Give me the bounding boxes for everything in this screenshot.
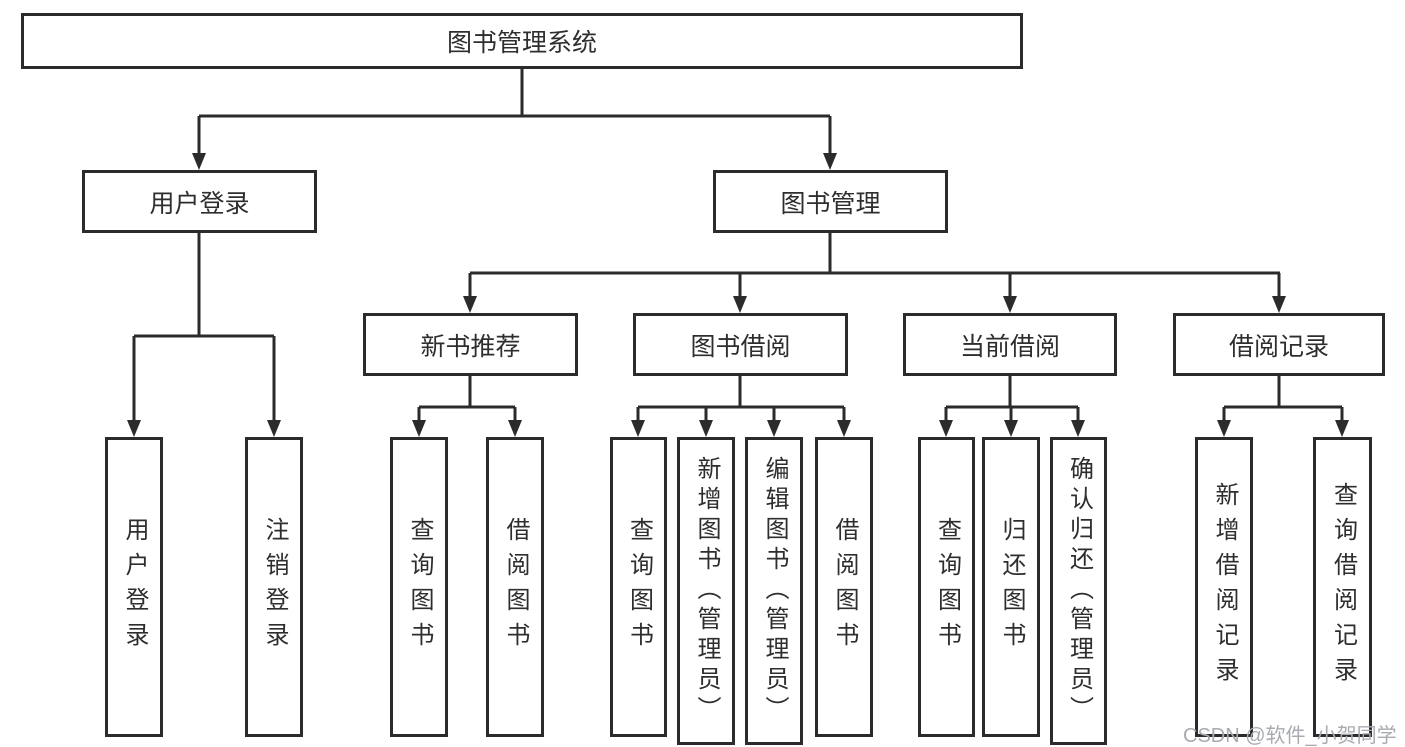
node-book-borrow: 图书借阅 <box>633 313 848 376</box>
leaf-borrow-books: 借阅图书 <box>815 437 873 737</box>
node-new-book-recommend: 新书推荐 <box>363 313 578 376</box>
leaf-edit-book-admin: 编辑图书（管理员） <box>745 437 803 745</box>
leaf-query-books-recommend: 查询图书 <box>390 437 448 737</box>
leaf-add-borrow-record: 新增借阅记录 <box>1195 437 1253 737</box>
leaf-query-books-borrow: 查询图书 <box>610 437 667 737</box>
leaf-borrow-books-recommend: 借阅图书 <box>486 437 544 737</box>
arrowheads <box>127 153 1349 437</box>
node-book-management: 图书管理 <box>713 170 948 233</box>
csdn-watermark: CSDN @软件_小贺同学 <box>1183 725 1397 747</box>
node-current-borrow: 当前借阅 <box>903 313 1117 376</box>
leaf-add-book-admin: 新增图书（管理员） <box>677 437 735 745</box>
leaf-user-login: 用户登录 <box>105 437 163 737</box>
leaf-query-borrow-record: 查询借阅记录 <box>1313 437 1372 737</box>
node-user-login: 用户登录 <box>82 170 317 233</box>
leaf-logout: 注销登录 <box>245 437 303 737</box>
leaf-return-book: 归还图书 <box>982 437 1040 737</box>
node-borrow-records: 借阅记录 <box>1173 313 1385 376</box>
leaf-confirm-return-admin: 确认归还（管理员） <box>1050 437 1107 745</box>
node-library-system: 图书管理系统 <box>21 13 1023 69</box>
leaf-query-books-current: 查询图书 <box>918 437 975 737</box>
